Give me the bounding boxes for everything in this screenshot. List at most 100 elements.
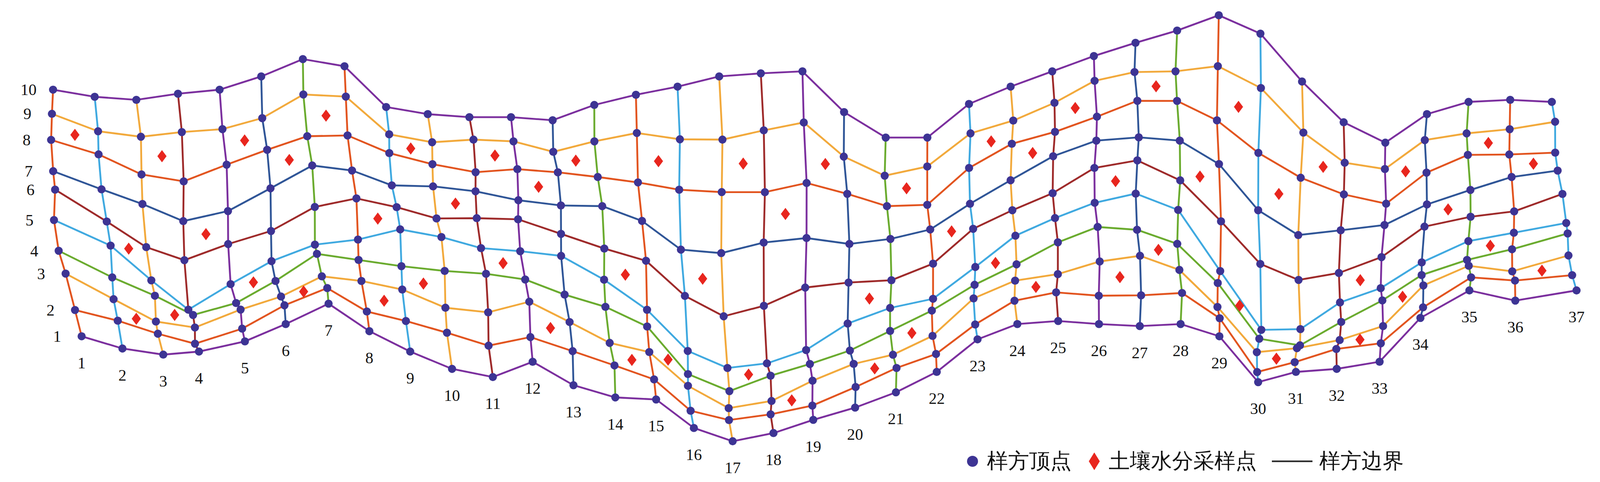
- quadrat-vertex: [600, 276, 609, 285]
- quadrat-vertex: [46, 136, 55, 145]
- column-number: 23: [969, 358, 986, 375]
- quadrat-vertex: [1132, 225, 1141, 234]
- sampling-point: [1537, 264, 1547, 277]
- quadrat-vertex: [347, 166, 357, 175]
- quadrat-vertex: [471, 168, 480, 177]
- quadrat-vertex: [93, 127, 102, 136]
- quadrat-vertex: [1508, 267, 1517, 276]
- quadrat-vertex: [429, 182, 438, 191]
- sampling-point: [1355, 274, 1365, 287]
- quadrat-vertex: [1505, 150, 1514, 159]
- quadrat-vertex: [1008, 206, 1017, 215]
- column-number: 15: [648, 418, 665, 435]
- quadrat-vertex: [923, 162, 932, 171]
- quadrat-vertex: [1256, 260, 1265, 269]
- quadrat-vertex: [113, 316, 122, 325]
- row-number: 10: [20, 81, 37, 98]
- quadrat-vertex: [442, 328, 451, 337]
- quadrat-vertex: [1336, 317, 1346, 327]
- column-number: 14: [607, 416, 624, 433]
- quadrat-vertex: [1291, 368, 1300, 377]
- legend-text: 样方边界: [1319, 447, 1404, 476]
- quadrat-vertex: [1335, 298, 1344, 307]
- quadrat-vertex: [323, 284, 332, 293]
- quadrat-vertex: [1255, 334, 1264, 343]
- quadrat-vertex: [1339, 190, 1348, 199]
- quadrat-vertex: [717, 249, 726, 258]
- quadrat-vertex: [303, 132, 312, 141]
- sampling-point: [780, 208, 791, 221]
- quadrat-vertex: [649, 375, 658, 384]
- sampling-point: [1355, 333, 1365, 346]
- quadrat-boundary: [719, 76, 733, 442]
- quadrat-vertex: [1378, 296, 1387, 305]
- sampling-point: [490, 149, 500, 162]
- sampling-point: [1027, 147, 1038, 160]
- quadrat-vertex: [799, 118, 808, 127]
- quadrat-vertex: [1214, 160, 1223, 169]
- quadrat-boundary: [65, 255, 1569, 409]
- quadrat-vertex: [447, 365, 456, 374]
- sampling-point: [653, 155, 664, 168]
- quadrat-vertex: [1213, 279, 1222, 288]
- column-number: 12: [524, 380, 541, 397]
- column-number: 11: [484, 395, 501, 412]
- quadrat-vertex: [266, 227, 275, 236]
- quadrat-vertex: [798, 67, 807, 76]
- quadrat-vertex: [593, 172, 602, 181]
- quadrat-vertex: [276, 292, 285, 301]
- quadrat-vertex: [1050, 98, 1059, 107]
- quadrat-vertex: [484, 308, 493, 317]
- quadrat-vertex: [525, 298, 534, 307]
- quadrat-vertex: [767, 397, 776, 406]
- sampling-point: [70, 128, 80, 142]
- quadrat-vertex: [465, 113, 474, 122]
- quadrat-vertex: [715, 72, 724, 81]
- quadrat-vertex: [1136, 291, 1146, 300]
- quadrat-vertex: [137, 170, 146, 179]
- quadrat-vertex: [488, 373, 497, 382]
- sampling-point: [240, 134, 250, 147]
- quadrat-boundary: [511, 117, 533, 362]
- quadrat-vertex: [601, 303, 610, 312]
- quadrat-vertex: [1212, 116, 1221, 125]
- quadrat-boundary: [52, 15, 1552, 143]
- column-number: 29: [1211, 355, 1228, 372]
- sampling-point: [131, 312, 141, 326]
- column-number: 36: [1507, 319, 1524, 336]
- quadrat-vertex: [153, 329, 162, 338]
- column-number: 21: [887, 410, 905, 428]
- quadrat-vertex: [151, 317, 160, 326]
- quadrat-vertex: [365, 327, 374, 336]
- quadrat-vertex: [1052, 288, 1061, 297]
- quadrat-vertex: [1463, 256, 1472, 265]
- sampling-point: [1110, 175, 1121, 188]
- column-number: 9: [406, 370, 415, 387]
- row-number: 4: [30, 243, 39, 260]
- quadrat-vertex: [928, 295, 937, 304]
- quadrat-vertex: [1090, 76, 1099, 85]
- sampling-point: [1397, 290, 1408, 304]
- sampling-point: [986, 135, 996, 148]
- quadrat-vertex: [1298, 77, 1307, 86]
- column-number: 16: [685, 446, 702, 464]
- quadrat-vertex: [1294, 276, 1303, 285]
- quadrat-vertex: [401, 317, 410, 326]
- quadrat-vertex: [385, 130, 394, 139]
- quadrat-vertex: [1010, 276, 1020, 285]
- quadrat-vertex: [1563, 229, 1572, 238]
- quadrat-vertex: [553, 168, 562, 177]
- quadrat-vertex: [1048, 189, 1057, 198]
- quadrat-vertex: [641, 257, 650, 266]
- sampling-point: [450, 197, 461, 210]
- quadrat-vertex: [184, 305, 193, 314]
- quadrat-vertex: [1463, 150, 1472, 159]
- quadrat-vertex: [1334, 269, 1343, 278]
- quadrat-vertex: [308, 161, 317, 170]
- legend-item: 样方边界: [1271, 447, 1404, 476]
- quadrat-vertex: [971, 263, 980, 272]
- quadrat-vertex: [177, 128, 186, 137]
- quadrat-vertex: [680, 292, 689, 301]
- quadrat-vertex: [673, 82, 682, 91]
- quadrat-vertex: [598, 202, 607, 211]
